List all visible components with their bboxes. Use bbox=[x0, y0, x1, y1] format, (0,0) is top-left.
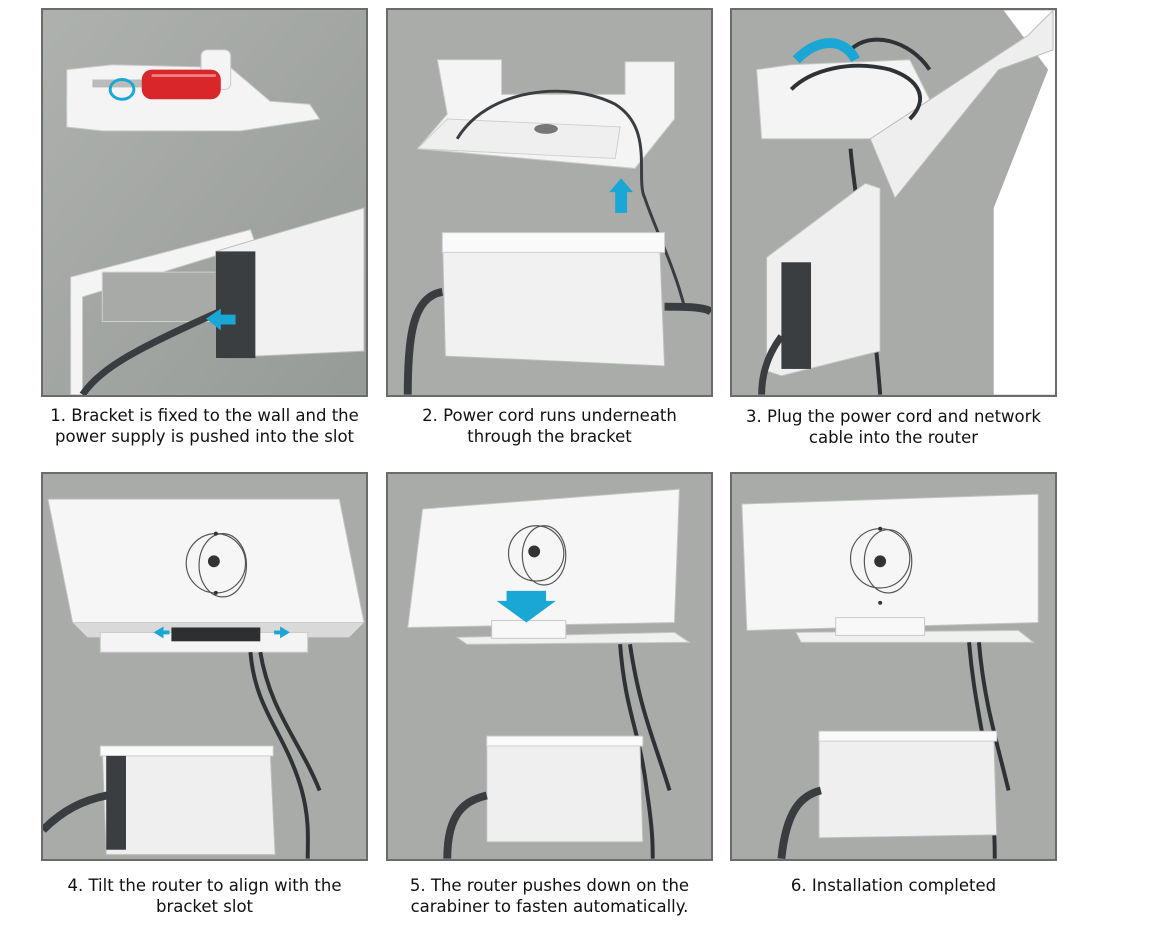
caption-line: power supply is pushed into the slot bbox=[54, 427, 355, 446]
plug-cord-router-illustration bbox=[732, 10, 1055, 395]
step-1-image bbox=[41, 8, 368, 397]
wall-bracket-screwdriver-illustration bbox=[43, 10, 366, 395]
step-6-image bbox=[730, 472, 1057, 861]
step-1-caption: 1. Bracket is fixed to the wall and the … bbox=[41, 405, 368, 447]
arrow-left-icon bbox=[274, 626, 290, 639]
step-4-caption: 4. Tilt the router to align with the bra… bbox=[41, 875, 368, 917]
step-4-image bbox=[41, 472, 368, 861]
power-cord-bracket-illustration bbox=[388, 10, 711, 395]
caption-line: carabiner to fasten automatically. bbox=[410, 897, 689, 916]
caption-line: 2. Power cord runs underneath bbox=[422, 406, 677, 425]
step-2-caption: 2. Power cord runs underneath through th… bbox=[386, 405, 713, 447]
step-6-caption: 6. Installation completed bbox=[730, 875, 1057, 896]
installation-completed-illustration bbox=[732, 474, 1055, 859]
caption-line: 6. Installation completed bbox=[790, 876, 997, 895]
step-3-image bbox=[730, 8, 1057, 397]
caption-line: 3. Plug the power cord and network bbox=[746, 407, 1041, 426]
step-5-image bbox=[386, 472, 713, 861]
caption-line: through the bracket bbox=[467, 427, 632, 446]
caption-line: cable into the router bbox=[808, 428, 979, 447]
caption-line: 1. Bracket is fixed to the wall and the bbox=[50, 406, 359, 425]
router-push-down-illustration bbox=[388, 474, 711, 859]
caption-line: 4. Tilt the router to align with the bbox=[67, 876, 342, 895]
arrow-icon bbox=[205, 308, 236, 331]
arrow-down-icon bbox=[496, 590, 556, 623]
step-3-caption: 3. Plug the power cord and network cable… bbox=[730, 406, 1057, 448]
curved-arrow-icon bbox=[792, 38, 860, 64]
arrow-right-icon bbox=[153, 626, 170, 639]
tilt-router-illustration bbox=[43, 474, 366, 859]
step-2-image bbox=[386, 8, 713, 397]
caption-line: 5. The router pushes down on the bbox=[409, 876, 690, 895]
caption-line: bracket slot bbox=[155, 897, 254, 916]
step-5-caption: 5. The router pushes down on the carabin… bbox=[386, 875, 713, 917]
